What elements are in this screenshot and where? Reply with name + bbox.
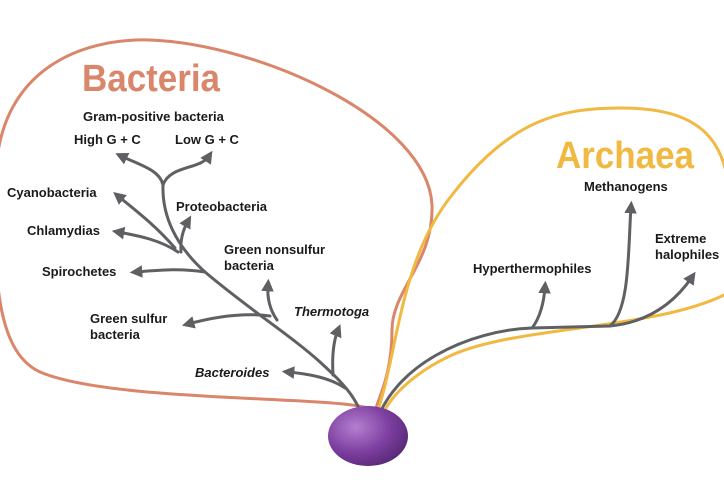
- branch-methanogens: [608, 200, 637, 328]
- branch-low-gc: [161, 150, 213, 187]
- branch-spirochetes: [129, 265, 207, 278]
- label-bacteroides: Bacteroides: [195, 365, 269, 380]
- label-methanogens: Methanogens: [584, 179, 668, 194]
- bacteria-tree: [111, 150, 368, 432]
- archaea-title: Archaea: [556, 135, 695, 177]
- bacteria-trunk: [161, 183, 368, 432]
- label-green-sulfur: Green sulfur: [90, 311, 167, 326]
- branch-green-nonsulfur: [261, 278, 279, 322]
- label-green-nonsulfur-2: bacteria: [224, 258, 275, 273]
- archaea-domain-outline: [376, 106, 724, 413]
- archaea-tree: [372, 200, 696, 432]
- label-green-sulfur-2: bacteria: [90, 327, 141, 342]
- label-green-nonsulfur: Green nonsulfur: [224, 242, 325, 257]
- branch-high-gc: [115, 153, 165, 187]
- label-low-gc: Low G + C: [175, 132, 240, 147]
- label-high-gc: High G + C: [74, 132, 141, 147]
- branch-cyanobacteria: [113, 191, 177, 250]
- common-ancestor-root: [328, 406, 408, 466]
- branch-proteobacteria: [179, 215, 192, 254]
- label-chlamydias: Chlamydias: [27, 223, 100, 238]
- label-thermotoga: Thermotoga: [294, 304, 369, 319]
- label-spirochetes: Spirochetes: [42, 264, 116, 279]
- branch-bacteroides: [281, 366, 347, 390]
- label-halophiles: halophiles: [655, 247, 719, 262]
- branch-chlamydias: [111, 226, 180, 254]
- archaea-trunk: [372, 324, 612, 432]
- branch-green-sulfur: [181, 313, 272, 329]
- label-proteobacteria: Proteobacteria: [176, 199, 268, 214]
- bacteria-title: Bacteria: [82, 58, 221, 100]
- label-extreme: Extreme: [655, 231, 706, 246]
- label-hyperthermophiles: Hyperthermophiles: [473, 261, 591, 276]
- branch-extreme-halophiles: [608, 271, 696, 328]
- label-cyanobacteria: Cyanobacteria: [7, 185, 97, 200]
- label-gram-positive: Gram-positive bacteria: [83, 109, 225, 124]
- branch-thermotoga: [329, 324, 342, 377]
- branch-hyperthermophiles: [530, 280, 551, 330]
- bacteria-domain-outline: [0, 38, 434, 410]
